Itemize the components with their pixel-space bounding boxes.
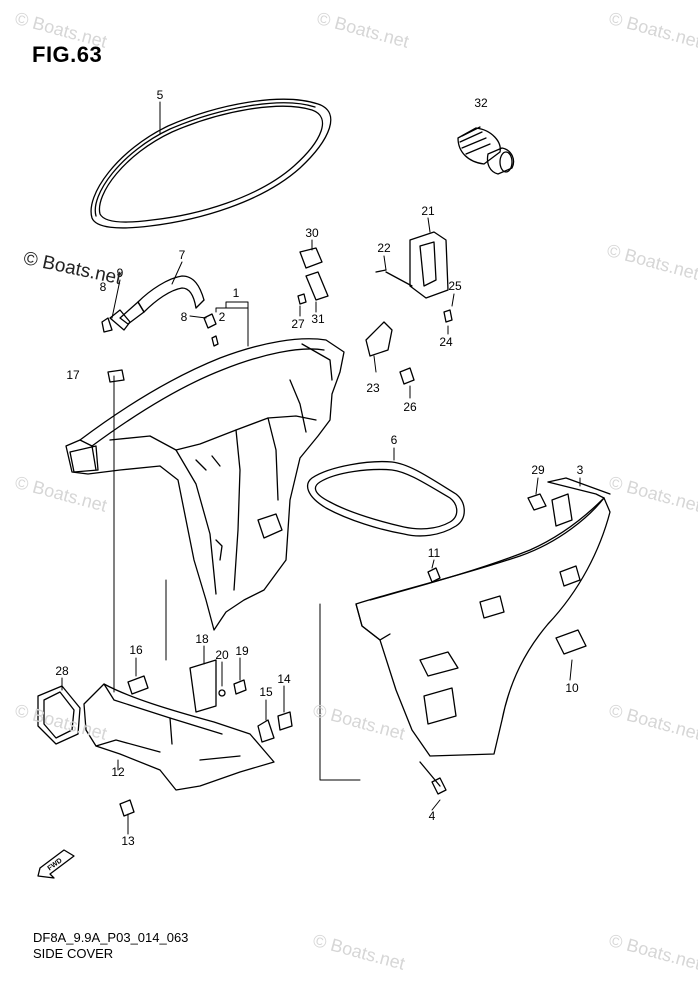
callout-18: 18 xyxy=(195,632,209,646)
bracket-parts-27-30-31 xyxy=(297,247,329,305)
callout-27: 27 xyxy=(291,317,305,331)
side-cover-left-part-1 xyxy=(65,338,345,631)
callout-23: 23 xyxy=(366,381,380,395)
callout-11: 11 xyxy=(428,546,441,560)
latch-part-21 xyxy=(375,231,453,323)
callout-20: 20 xyxy=(215,648,229,662)
hose-part-7 xyxy=(119,275,205,325)
callout-22: 22 xyxy=(377,241,391,255)
callout-26: 26 xyxy=(403,400,417,414)
fastener-parts-13-20 xyxy=(107,369,293,817)
callout-3: 3 xyxy=(577,463,584,477)
callout-8b: 8 xyxy=(181,310,188,324)
callout-7: 7 xyxy=(179,248,186,262)
callout-14: 14 xyxy=(277,672,291,686)
callout-9: 9 xyxy=(117,266,124,280)
diagram-title: SIDE COVER xyxy=(33,946,114,961)
gasket-part-6 xyxy=(306,460,465,537)
callout-31: 31 xyxy=(311,312,325,326)
callout-28: 28 xyxy=(55,664,69,678)
callout-4: 4 xyxy=(429,809,436,823)
leader-lines xyxy=(61,101,581,835)
clip-parts-8-9 xyxy=(101,309,219,347)
side-cover-right-part-3 xyxy=(355,477,611,757)
callout-21: 21 xyxy=(421,204,435,218)
lower-bracket-part-12 xyxy=(83,683,275,791)
callout-2: 2 xyxy=(219,310,226,324)
callout-32: 32 xyxy=(474,96,488,110)
bracket-parts-23-26 xyxy=(365,321,415,385)
callout-5: 5 xyxy=(157,88,164,102)
callout-10: 10 xyxy=(565,681,579,695)
callout-24: 24 xyxy=(439,335,453,349)
callout-19: 19 xyxy=(235,644,249,658)
callout-8a: 8 xyxy=(100,280,107,294)
fwd-arrow-icon xyxy=(37,849,75,879)
grommet-part-32 xyxy=(457,126,515,175)
callout-12: 12 xyxy=(111,765,125,779)
callout-1: 1 xyxy=(233,286,240,300)
callout-17: 17 xyxy=(66,368,80,382)
callout-25: 25 xyxy=(448,279,462,293)
callout-16: 16 xyxy=(129,643,143,657)
small-parts-4-10-11-29 xyxy=(419,493,587,795)
diagram-code: DF8A_9.9A_P03_014_063 xyxy=(33,930,189,945)
callout-13: 13 xyxy=(121,834,135,848)
callout-30: 30 xyxy=(305,226,319,240)
callout-labels: 5 32 21 30 22 7 9 8 25 1 8 2 27 31 24 17… xyxy=(55,88,583,848)
callout-29: 29 xyxy=(531,463,545,477)
callout-6: 6 xyxy=(391,433,398,447)
callout-15: 15 xyxy=(259,685,273,699)
figure-title: FIG.63 xyxy=(32,42,103,67)
seal-ring-part-5 xyxy=(90,98,332,229)
